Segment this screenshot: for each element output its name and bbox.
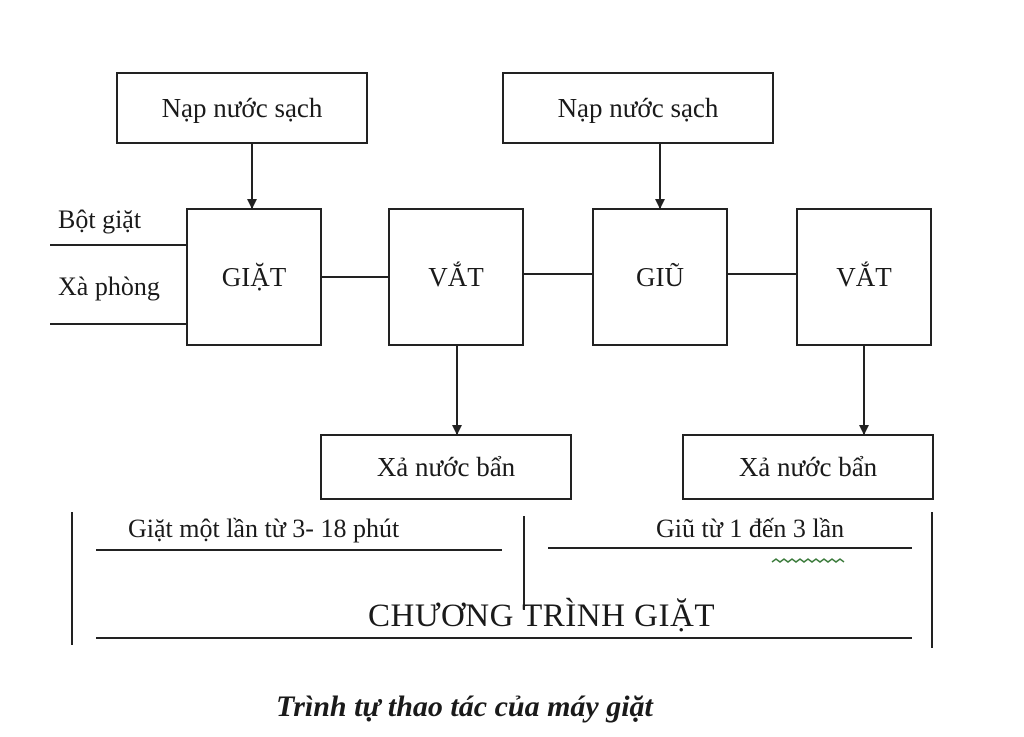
node-fill-water-1: Nạp nước sạch: [116, 72, 368, 144]
node-wring-1-label: VẮT: [428, 261, 484, 292]
node-wring-2-label: VẮT: [836, 261, 892, 292]
node-wash: GIẶT: [186, 208, 322, 346]
node-drain-1-label: Xả nước bẩn: [376, 451, 516, 482]
spellcheck-squiggle: [771, 558, 845, 563]
node-wash-label: GIẶT: [221, 261, 287, 292]
node-rinse: GIŨ: [592, 208, 728, 346]
node-wring-1: VẮT: [388, 208, 524, 346]
node-wring-2: VẮT: [796, 208, 932, 346]
node-fill-water-2: Nạp nước sạch: [502, 72, 774, 144]
annotation-rinse-count: Giũ từ 1 đến 3 lần: [656, 514, 845, 543]
node-fill-water-2-label: Nạp nước sạch: [557, 92, 719, 123]
node-rinse-label: GIŨ: [636, 261, 684, 292]
node-fill-water-1-label: Nạp nước sạch: [161, 92, 323, 123]
diagram-caption: Trình tự thao tác của máy giặt: [276, 690, 653, 723]
input-label-soap: Xà phòng: [58, 272, 160, 301]
annotation-program-title: CHƯƠNG TRÌNH GIẶT: [368, 598, 715, 634]
node-drain-2: Xả nước bẩn: [682, 434, 934, 500]
input-label-detergent: Bột giặt: [58, 205, 142, 234]
annotation-wash-duration: Giặt một lần từ 3- 18 phút: [128, 514, 400, 543]
node-drain-1: Xả nước bẩn: [320, 434, 572, 500]
node-drain-2-label: Xả nước bẩn: [738, 451, 878, 482]
